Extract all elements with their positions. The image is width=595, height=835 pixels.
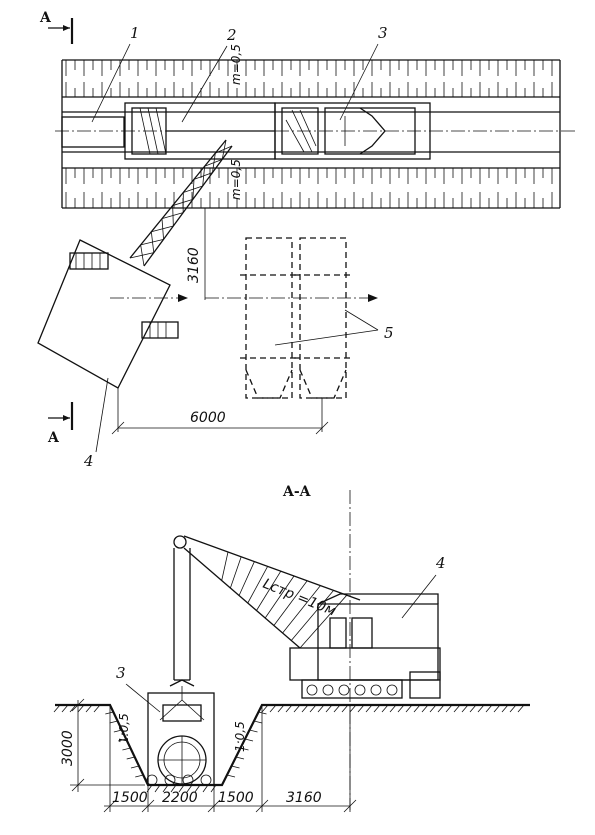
callout-4-section: 4 <box>401 554 446 619</box>
block-in-trench <box>274 102 431 160</box>
dim-plan-distance: 6000 <box>111 388 329 435</box>
callout-5: 5 <box>384 324 394 342</box>
dim-depth: 3000 <box>60 698 145 792</box>
callout-3: 3 <box>339 24 388 121</box>
trench-top-berm <box>62 59 560 98</box>
leader-5a <box>274 329 379 346</box>
dim-bottom-chain: 1500 2200 1500 3160 <box>103 705 357 813</box>
svg-text:2: 2 <box>226 26 237 44</box>
section-marker-top: A <box>39 10 74 44</box>
section-title: A-A <box>282 484 312 500</box>
svg-text:4: 4 <box>83 452 94 470</box>
dim-bottom-left: 1500 <box>112 790 148 806</box>
svg-text:3: 3 <box>378 24 388 42</box>
dim-bottom-trench: 2200 <box>162 790 198 806</box>
slope-left: 1:0,5 <box>117 713 131 744</box>
svg-text:4: 4 <box>435 554 446 572</box>
svg-text:6000: 6000 <box>190 410 226 426</box>
pipe-section <box>61 116 125 148</box>
future-blocks <box>240 237 352 399</box>
callout-3-section: 3 <box>116 664 161 713</box>
slope-label-bottom: m=0,5 <box>229 159 243 200</box>
callout-4: 4 <box>83 377 109 470</box>
svg-text:3000: 3000 <box>60 730 76 766</box>
svg-text:A: A <box>39 10 52 26</box>
slope-label-top: m=0,5 <box>229 44 243 85</box>
crane-body <box>289 593 441 699</box>
crane-boom: Lстр =10м <box>183 535 361 649</box>
svg-text:3: 3 <box>116 664 126 682</box>
slope-right: 1:0,5 <box>233 721 247 752</box>
svg-text:1: 1 <box>130 24 140 42</box>
dim-bottom-offset: 3160 <box>286 790 322 806</box>
dim-plan-offset: 3160 <box>186 208 206 300</box>
crane-plan <box>37 139 233 389</box>
callout-2: 2 <box>181 26 237 123</box>
callout-1: 1 <box>91 24 140 123</box>
trench-bottom-berm <box>62 167 560 209</box>
section-marker-bottom: A <box>47 402 74 446</box>
svg-text:3160: 3160 <box>186 247 202 283</box>
dim-bottom-right: 1500 <box>218 790 254 806</box>
plan-view: A m=0,5 m=0,5 <box>37 10 575 470</box>
svg-text:A: A <box>47 430 60 446</box>
section-view: A-A 1:0,5 1:0,5 <box>53 484 530 813</box>
boom-length-label: Lстр =10м <box>261 576 339 620</box>
leader-5b <box>344 309 379 331</box>
block-section <box>146 692 215 786</box>
svg-text:5: 5 <box>384 324 394 342</box>
placed-block <box>124 102 276 160</box>
